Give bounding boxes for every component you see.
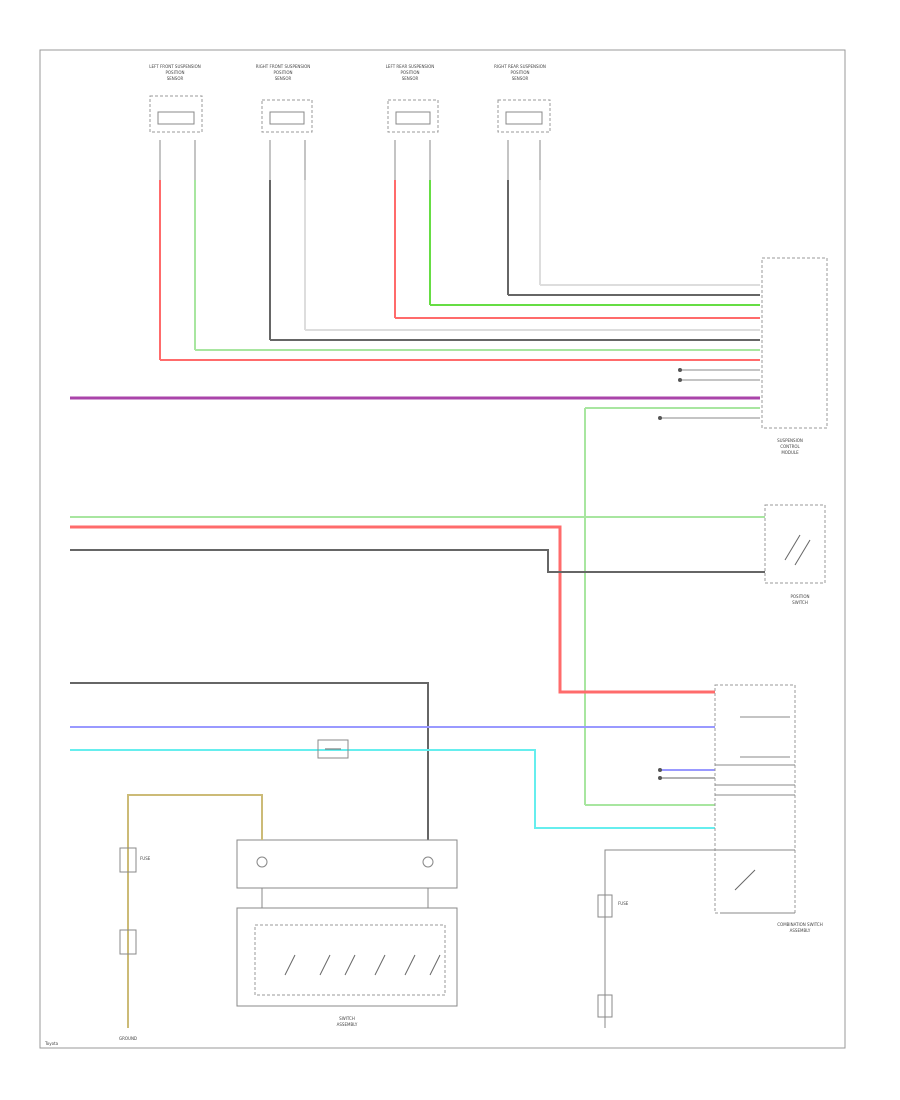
ecu-label: MODULE	[781, 450, 799, 455]
ecu-label: SUSPENSION	[777, 438, 803, 443]
position-switch: POSITION SWITCH	[764, 504, 826, 605]
suspension-sensor-4: RIGHT REAR SUSPENSION POSITION SENSOR	[494, 64, 551, 295]
combo-switch-box	[714, 684, 796, 914]
sensor-4-label: RIGHT REAR SUSPENSION	[494, 64, 546, 69]
fuse-right-label: FUSE	[618, 901, 629, 906]
sensor-4-label: SENSOR	[512, 76, 529, 81]
sensor-1-box	[149, 95, 203, 133]
sensor-2-box	[261, 99, 313, 133]
fuse-left-label: FUSE	[140, 856, 151, 861]
ground-label: GROUND	[119, 1036, 137, 1041]
sensor-2-label: POSITION	[273, 70, 292, 75]
sensor-2-label: RIGHT FRONT SUSPENSION	[256, 64, 311, 69]
sensor-1-label: SENSOR	[167, 76, 184, 81]
switch-assembly-label: ASSEMBLY	[337, 1022, 358, 1027]
switch-assembly-box	[236, 907, 458, 1007]
right-fuse-branch: FUSE	[597, 849, 795, 1028]
switch-assembly-label: SWITCH	[339, 1016, 355, 1021]
ecu-label: CONTROL	[780, 444, 800, 449]
suspension-sensor-3: LEFT REAR SUSPENSION POSITION SENSOR	[386, 64, 439, 318]
sensor-harness	[70, 284, 760, 420]
control-switch-module: SWITCH ASSEMBLY	[236, 839, 458, 1027]
ecu-box	[761, 257, 828, 429]
left-fuse-branch: FUSE GROUND	[119, 794, 263, 1041]
switch-label: SWITCH	[792, 600, 808, 605]
sensor-4-label: POSITION	[510, 70, 529, 75]
lower-harness	[70, 682, 715, 840]
sensor-4-box	[497, 99, 551, 133]
inline-fuse	[317, 739, 349, 759]
combo-switch-label: ASSEMBLY	[790, 928, 811, 933]
suspension-sensor-2: RIGHT FRONT SUSPENSION POSITION SENSOR	[256, 64, 313, 340]
sensor-1-label: POSITION	[165, 70, 184, 75]
sensor-3-label: LEFT REAR SUSPENSION	[386, 64, 435, 69]
switch-box	[764, 504, 826, 584]
switch-label: POSITION	[790, 594, 809, 599]
sensor-3-label: SENSOR	[402, 76, 419, 81]
sensor-1-label: LEFT FRONT SUSPENSION	[149, 64, 200, 69]
combination-switch: COMBINATION SWITCH ASSEMBLY	[714, 684, 823, 933]
suspension-control-module: SUSPENSION CONTROL MODULE	[761, 257, 828, 455]
combo-switch-label: COMBINATION SWITCH	[777, 922, 822, 927]
diagram-frame	[39, 49, 846, 1049]
sensor-3-label: POSITION	[400, 70, 419, 75]
sensor-3-box	[387, 99, 439, 133]
footer-text: Toyota	[44, 1041, 59, 1046]
sensor-2-label: SENSOR	[275, 76, 292, 81]
suspension-sensor-1: LEFT FRONT SUSPENSION POSITION SENSOR	[149, 64, 203, 360]
middle-harness	[70, 516, 765, 694]
